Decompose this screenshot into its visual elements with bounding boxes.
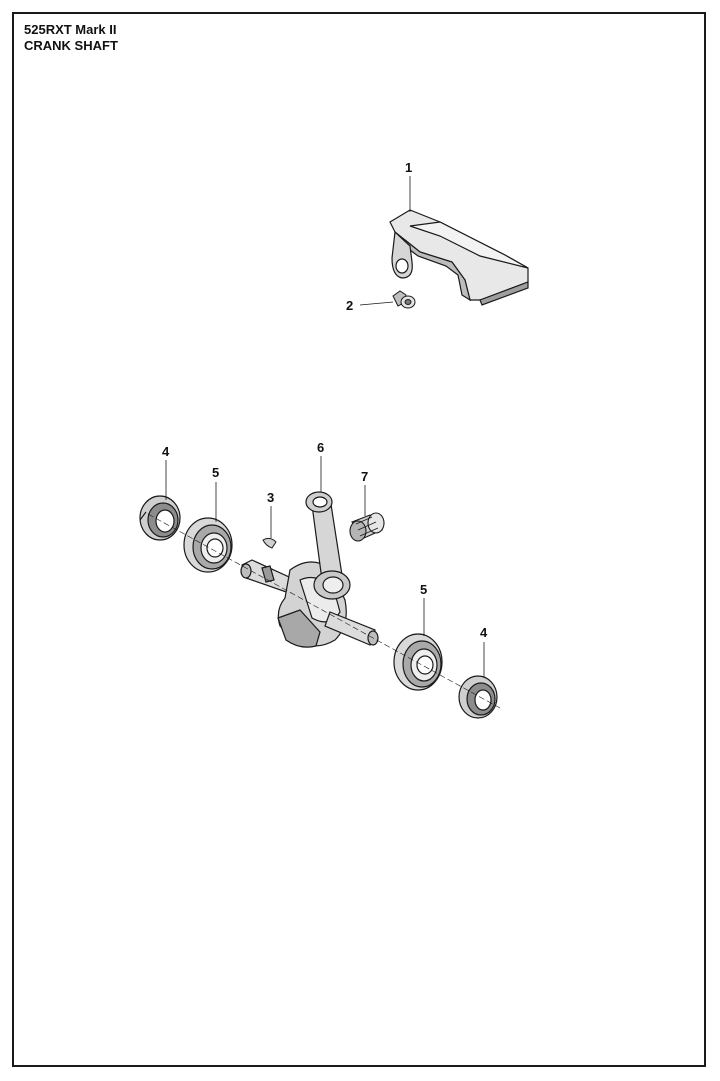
part-1-cover-plate[interactable] <box>389 209 529 306</box>
callout-2: 2 <box>346 298 353 313</box>
page-frame <box>12 12 706 1067</box>
part-5-bearing-left[interactable] <box>183 517 233 573</box>
section-title: CRANK SHAFT <box>24 38 118 53</box>
callout-7: 7 <box>361 469 368 484</box>
part-4-oil-seal-right[interactable] <box>458 675 498 719</box>
callout-4-right: 4 <box>480 625 488 640</box>
part-6-connecting-rod[interactable] <box>305 491 351 600</box>
model-title: 525RXT Mark II <box>24 22 117 37</box>
part-4-oil-seal-left[interactable] <box>139 495 181 541</box>
part-5-bearing-right[interactable] <box>393 633 443 691</box>
page-header: 525RXT Mark II CRANK SHAFT <box>24 22 118 54</box>
callout-5-left: 5 <box>212 465 219 480</box>
part-2-screw[interactable] <box>392 290 416 309</box>
callout-4-left: 4 <box>162 444 170 459</box>
crankshaft-assembly[interactable] <box>240 491 379 648</box>
callout-5-right: 5 <box>420 582 427 597</box>
part-3-key[interactable] <box>262 537 277 549</box>
leader-lines <box>147 176 501 709</box>
part-7-needle-bearing[interactable] <box>349 512 385 542</box>
callout-1: 1 <box>405 160 412 175</box>
callout-6: 6 <box>317 440 324 455</box>
callout-3: 3 <box>267 490 274 505</box>
